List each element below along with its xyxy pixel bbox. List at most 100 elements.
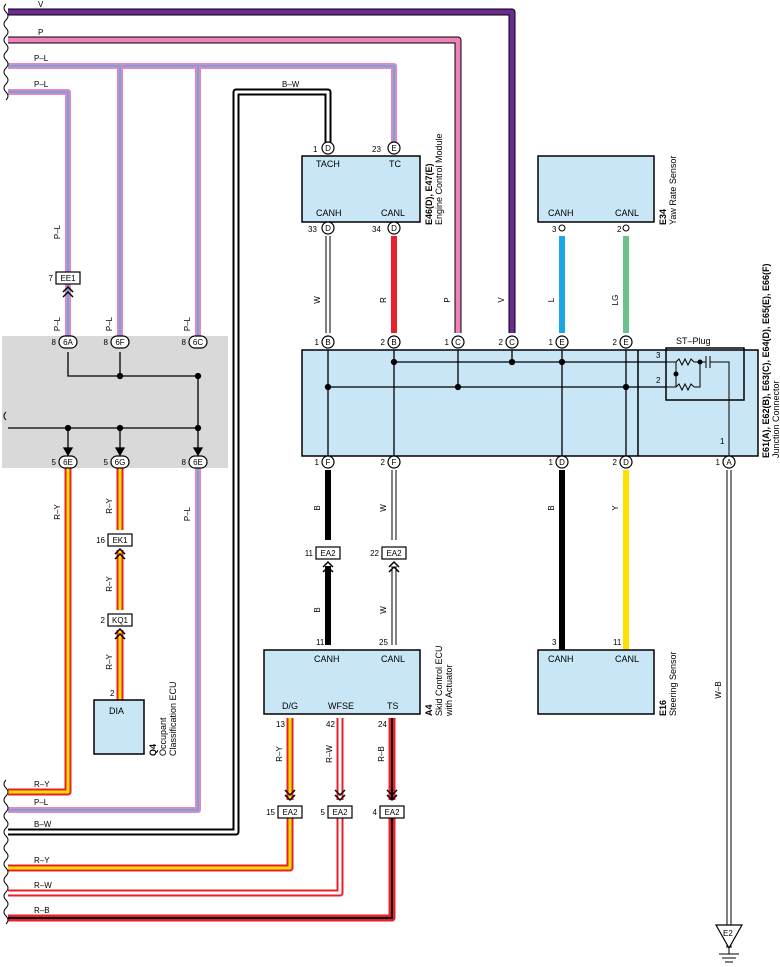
wire-v [8, 8, 516, 333]
conn-ea2-4-number: 4 [373, 808, 378, 817]
skid-id: A4 [424, 704, 434, 716]
wire-vlabel-pl-4: P–L [183, 316, 192, 331]
wire-vlabel-ry-1: R–Y [53, 504, 62, 520]
skid-name-2: with Actuator [444, 664, 454, 717]
wire-vlabel-y-1: Y [611, 505, 620, 511]
jc-bottom-pin-3-letter: D [623, 458, 629, 467]
jc-bottom-pin-0-letter: F [326, 458, 331, 467]
wire-label-bw-bottom: B–W [34, 820, 52, 829]
jc-bottom-pin-1-circle [387, 455, 401, 469]
skid-canh-label: CANH [314, 654, 340, 664]
yaw-pin-canl: 2 [617, 225, 622, 234]
steering-name: Steering Sensor [668, 651, 678, 716]
conn-ea2-11-box [315, 546, 341, 560]
jc-top-pin-3-letter: C [509, 338, 515, 347]
ecm-canl-pin-letter: D [391, 224, 397, 233]
steering-canl-label: CANL [615, 654, 639, 664]
yaw-name: Yaw Rate Sensor [668, 156, 678, 225]
jc-bottom-pin-3-circle [619, 455, 633, 469]
wire-vlabel-b-2: B [313, 607, 322, 612]
jc-top-pin-1-number: 2 [381, 338, 386, 347]
jb-bottom-pin-2-letter: 6E [193, 458, 203, 467]
jb-top-pin-2-number: 8 [182, 338, 187, 347]
jb-bottom-pin-1-oval [110, 455, 130, 469]
wire-ry-6e [8, 468, 72, 796]
jc-bottom-pin-4-number: 1 [716, 458, 721, 467]
steering-sensor: CANH CANL 3 11 E16 Steering Sensor [537, 638, 678, 716]
conn-ee1-label: EE1 [60, 274, 76, 283]
conn-ea2-15-box [277, 805, 303, 819]
skid-pin-canh: 11 [316, 638, 325, 647]
ecm-canh-pin-letter: D [325, 224, 331, 233]
skid-pin-dg: 13 [276, 720, 285, 729]
wire-label-ry-bottom: R–Y [34, 780, 50, 789]
ecm-tach-pin-letter: D [325, 144, 331, 153]
skid-ts-label: TS [387, 701, 399, 711]
wire-label-rb-bottom: R–B [34, 906, 50, 915]
wire-vlabel-ry-4: R–Y [105, 654, 114, 670]
ecm-name: Engine Control Module [434, 133, 444, 225]
wire-vlabel-pl-3: P–L [105, 316, 114, 331]
ecm-canh-pin-circle [321, 221, 335, 235]
steering-canh-label: CANH [548, 654, 574, 664]
wire-vlabel-b-1: B [313, 505, 322, 510]
occupant-dia-label: DIA [109, 706, 124, 716]
conn-ea2-11-label: EA2 [320, 549, 336, 558]
ecm-canh-label: CANH [316, 208, 342, 218]
ea2-bottom-chevron-2 [386, 789, 398, 802]
occupant-pin-dia: 2 [110, 689, 115, 698]
jc-top-pin-0-circle [321, 335, 335, 349]
wire-vlabel-ry-3: R–Y [105, 576, 114, 592]
conn-ek1-chevron [114, 547, 126, 560]
conn-ea2-22-box [381, 546, 407, 560]
jb-top-pin-0-letter: 6A [63, 338, 73, 347]
ecm-pin-tach: 1 [313, 145, 318, 154]
conn-ea2-22-chevron [388, 560, 400, 573]
steering-id: E16 [658, 700, 668, 716]
ecm-canl-label: CANL [381, 208, 405, 218]
jb-top-pin-0-oval [58, 335, 78, 349]
conn-kq1-label: KQ1 [112, 616, 129, 625]
wire-label-v: V [38, 0, 44, 9]
jb-bottom-pin-1-number: 5 [104, 458, 109, 467]
st-plug-pin1: 1 [720, 437, 725, 446]
engine-control-module: TACH TC CANH CANL 1 23 33 34 E46(D), E47… [301, 133, 444, 234]
ecm-tach-label: TACH [316, 159, 340, 169]
wire-vlabel-rb-1: R–B [377, 746, 386, 762]
wire-vlabel-v-1: V [497, 297, 506, 303]
jb-bottom-pin-0-oval [58, 455, 78, 469]
wire-vlabel-pl-5: P–L [183, 506, 192, 521]
wire-vlabel-w-1: W [313, 296, 322, 304]
conn-ee1-number: 7 [49, 274, 54, 283]
wire-vlabel-lg-1: LG [611, 295, 620, 306]
conn-kq1-box [107, 613, 133, 627]
jc-bottom-pin-2-letter: D [559, 458, 565, 467]
jc-top-pin-1-letter: B [391, 338, 396, 347]
st-plug-pin3: 3 [656, 351, 661, 360]
conn-ea2-15-label: EA2 [282, 808, 298, 817]
wire-vlabel-ry-4: R–Y [275, 746, 284, 762]
jc-bottom-pin-4-circle [722, 455, 736, 469]
yaw-pin-dot-0 [558, 224, 566, 232]
yaw-pin-canh: 3 [552, 225, 557, 234]
jb-top-pin-2-letter: 6C [193, 338, 203, 347]
conn-ea2-22-label: EA2 [386, 549, 402, 558]
jc-bottom-pin-0-circle [321, 455, 335, 469]
skid-control-ecu: CANH CANL D/G WFSE TS 11 25 13 42 24 A4 … [263, 638, 454, 729]
ecm-tach-pin-circle [321, 141, 335, 155]
st-plug-pin2: 2 [656, 376, 661, 385]
ecm-pin-canh: 33 [308, 225, 317, 234]
jc-bottom-pin-1-letter: F [392, 458, 397, 467]
conn-ea2-5-label: EA2 [332, 808, 348, 817]
conn-ea2-4-label: EA2 [384, 808, 400, 817]
jc-top-pin-4-letter: E [559, 338, 564, 347]
junction-block [2, 336, 228, 468]
wire-p [8, 36, 462, 333]
ecm-tc-pin-letter: E [391, 144, 396, 153]
jb-bottom-pin-1-letter: 6G [115, 458, 126, 467]
wire-bw [8, 88, 332, 836]
ecm-canl-pin-circle [387, 221, 401, 235]
wire-label-rw-bottom: R–W [34, 881, 52, 890]
wire-rw [8, 718, 344, 897]
